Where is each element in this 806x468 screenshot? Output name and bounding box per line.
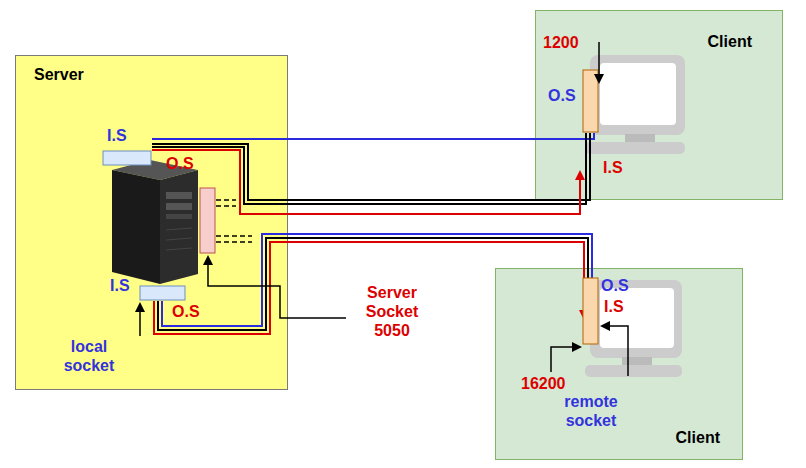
node-title: Client bbox=[708, 33, 752, 51]
client-socket-bar bbox=[583, 278, 598, 344]
socket-label: O.S bbox=[601, 276, 629, 295]
socket-label: I.S bbox=[603, 158, 623, 177]
cable-wire bbox=[288, 213, 535, 215]
callout-label: local socket bbox=[46, 337, 132, 375]
dashed-link bbox=[216, 200, 252, 242]
callout-label: Server Socket 5050 bbox=[350, 283, 434, 341]
cable-wire bbox=[288, 242, 584, 268]
cable-wire bbox=[288, 238, 588, 268]
client-socket-bar bbox=[583, 70, 598, 132]
socket-label: I.S bbox=[107, 126, 127, 145]
cable bbox=[154, 234, 288, 334]
server-tower bbox=[112, 160, 198, 284]
socket-label: O.S bbox=[172, 302, 200, 321]
node-title: Server bbox=[34, 66, 84, 84]
socket-label: I.S bbox=[110, 276, 130, 295]
leader-line bbox=[140, 42, 628, 376]
cable-wire bbox=[288, 234, 592, 268]
cable-connector bbox=[288, 234, 592, 268]
node-title: Client bbox=[676, 429, 720, 447]
socket-label: O.S bbox=[548, 86, 576, 105]
socket-label: O.S bbox=[166, 154, 194, 173]
client-monitor bbox=[585, 55, 685, 154]
client-monitor bbox=[585, 280, 682, 377]
cable bbox=[152, 139, 288, 214]
cable bbox=[535, 133, 594, 214]
socket-box bbox=[140, 286, 185, 300]
cable-wire bbox=[288, 138, 535, 140]
cable-wire bbox=[288, 203, 535, 205]
server-socket-bar bbox=[200, 188, 215, 253]
port-number: 1200 bbox=[543, 33, 579, 52]
cable-wire bbox=[288, 199, 535, 201]
port-number: 16200 bbox=[521, 374, 566, 393]
callout-label: remote socket bbox=[546, 392, 636, 430]
cable-connector bbox=[288, 139, 535, 214]
socket-box bbox=[103, 151, 151, 165]
socket-label: I.S bbox=[604, 297, 624, 316]
